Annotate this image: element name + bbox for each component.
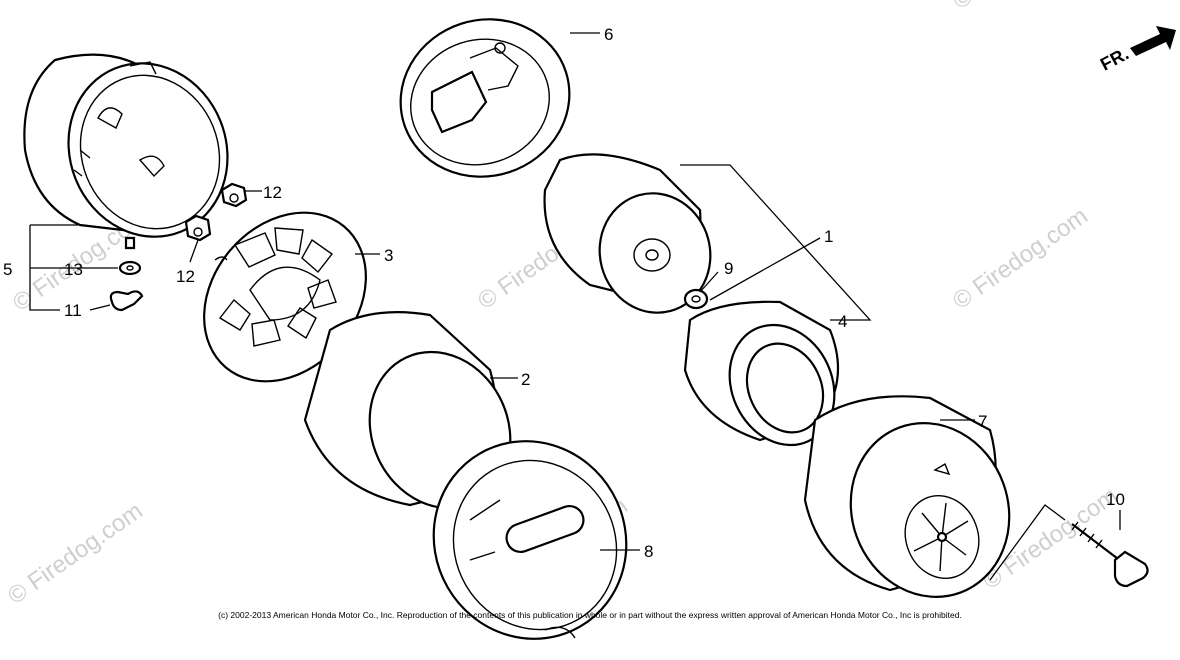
- callout-1: 1: [824, 227, 833, 246]
- callout-8: 8: [644, 542, 653, 561]
- copyright-notice: (c) 2002-2013 American Honda Motor Co., …: [218, 610, 962, 620]
- watermark-3: © Firedog.com: [948, 202, 1093, 315]
- callout-13: 13: [64, 260, 83, 279]
- part-6-upper-case: [399, 18, 571, 178]
- part-7-outer-case: [803, 395, 1011, 598]
- callout-10: 10: [1106, 490, 1125, 509]
- part-12-nut-lower: [184, 214, 212, 242]
- front-direction-arrow: [1130, 26, 1176, 56]
- part-10-bolt: [1071, 521, 1149, 588]
- callout-6: 6: [604, 25, 613, 44]
- leader-lines: [29, 32, 1121, 581]
- callout-numbers: 6 12 12 3 2 8 7 9 10 1 4 5 13 11: [3, 25, 1125, 561]
- callout-5: 5: [3, 260, 12, 279]
- part-1-pleated-element: [543, 153, 712, 314]
- callout-7: 7: [978, 412, 987, 431]
- callout-3: 3: [384, 246, 393, 265]
- callout-4: 4: [838, 312, 847, 331]
- part-5-case: [23, 53, 229, 238]
- callout-11: 11: [64, 301, 82, 320]
- watermark-7: © Firedog.com: [948, 0, 1093, 15]
- part-8-cover: [432, 440, 628, 640]
- callout-12-upper: 12: [263, 183, 282, 202]
- part-4-foam-ring: [683, 300, 840, 447]
- part-9-grommet: [683, 288, 709, 310]
- watermark-4: © Firedog.com: [3, 497, 148, 610]
- part-12-nut-upper: [220, 182, 248, 208]
- part-13-washer: [118, 260, 142, 276]
- part-11-wing-nut: [109, 290, 144, 312]
- callout-9: 9: [724, 259, 733, 278]
- callout-12-lower: 12: [176, 267, 195, 286]
- stud-bolt: [124, 236, 136, 250]
- callout-2: 2: [521, 370, 530, 389]
